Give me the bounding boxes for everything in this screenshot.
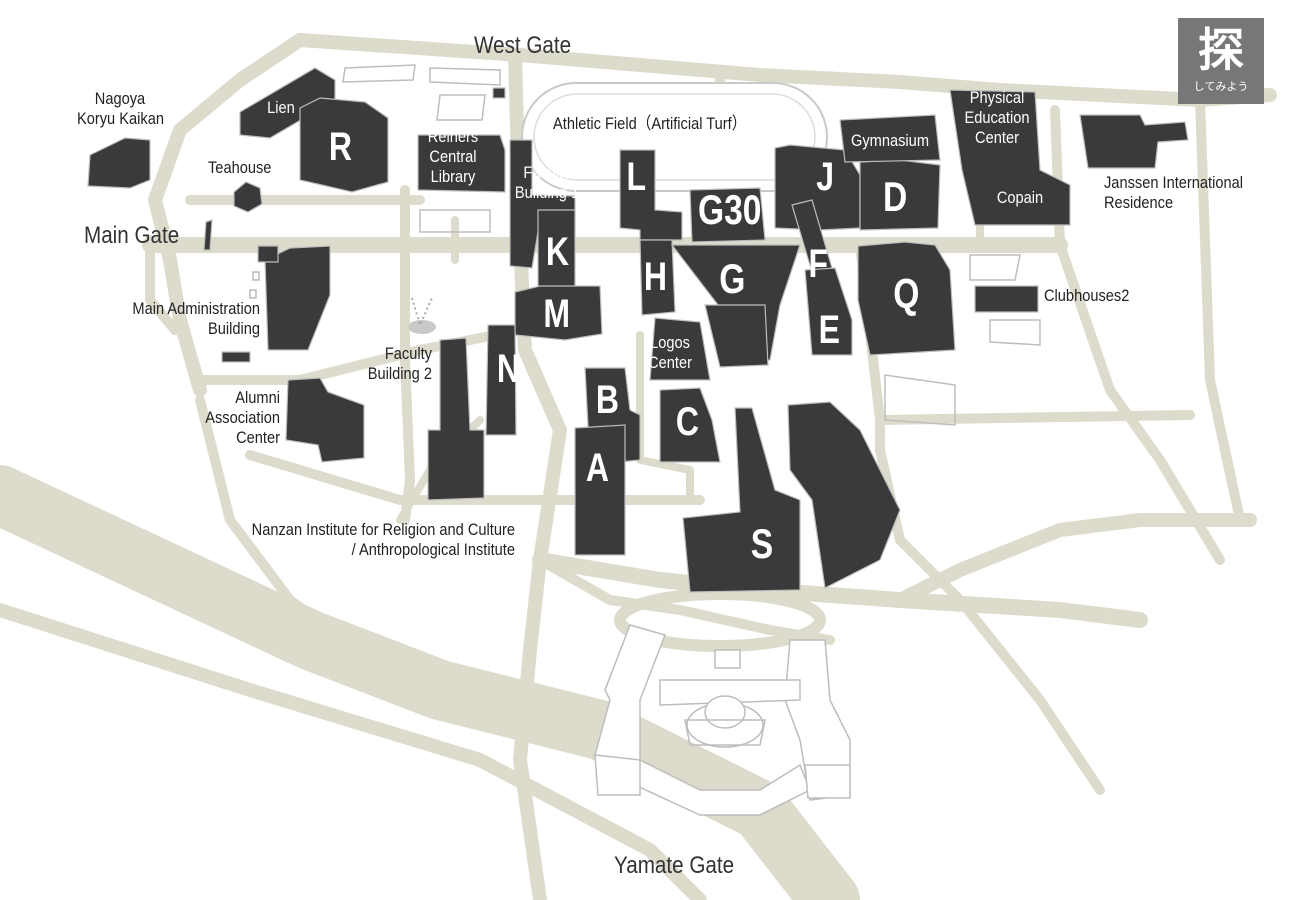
pe-line1: Physical — [969, 88, 1025, 107]
building-label-g30[interactable]: G30 — [697, 186, 762, 233]
janssen-line1: Janssen International — [1104, 173, 1243, 192]
campus-buildings — [87, 67, 1189, 593]
search-kanji: 探 — [1198, 24, 1244, 76]
building-label-k[interactable]: K — [545, 230, 570, 274]
yamate-gate-label[interactable]: Yamate Gate — [614, 852, 735, 879]
janssen-line2: Residence — [1104, 193, 1174, 212]
building-q — [857, 241, 956, 356]
label-clubhouses[interactable]: Clubhouses — [853, 100, 931, 119]
building-logos-center — [649, 317, 711, 381]
nanzan-line2: / Anthropological Institute — [351, 540, 515, 559]
building-r — [299, 97, 389, 193]
label-teahouse[interactable]: Teahouse — [208, 158, 272, 177]
alumni-line2: Association — [205, 408, 280, 427]
label-main-administration[interactable]: Main Administration Building — [114, 299, 260, 339]
search-sub-label: してみよう — [1193, 81, 1249, 93]
building-nagoya-koryu-kaikan — [87, 137, 151, 189]
faculty2-line2: Building 2 — [367, 364, 432, 383]
label-reiners-library[interactable]: Reiners Central Library — [421, 127, 485, 187]
faculty1-line2: Building 1 — [514, 183, 580, 202]
building-g30 — [689, 187, 766, 243]
building-teahouse — [233, 181, 263, 213]
building-pe-center — [949, 89, 1071, 226]
building-label-m[interactable]: M — [543, 292, 570, 336]
nagoya-line2: Koryu Kaikan — [77, 109, 164, 128]
pe-line3: Center — [975, 128, 1019, 147]
building-label-h[interactable]: H — [643, 255, 668, 299]
chapel-loop — [614, 588, 826, 652]
reiners-line1: Reiners — [427, 127, 479, 146]
building-label-a[interactable]: A — [585, 446, 610, 490]
building-label-s[interactable]: S — [750, 520, 774, 567]
mainadmin-line2: Building — [207, 319, 260, 338]
building-label-f[interactable]: F — [808, 242, 828, 286]
label-faculty-building-2[interactable]: Faculty Building 2 — [344, 344, 432, 384]
label-lien[interactable]: Lien — [267, 98, 295, 117]
label-nanzan-institute[interactable]: Nanzan Institute for Religion and Cultur… — [210, 520, 515, 560]
pe-line2: Education — [964, 108, 1030, 127]
building-label-b[interactable]: B — [595, 378, 620, 422]
logos-line2: Center — [648, 353, 692, 372]
building-main-administration — [264, 245, 331, 351]
search-button[interactable]: 探 してみよう — [1178, 18, 1264, 104]
building-label-c[interactable]: C — [675, 400, 700, 444]
gate-markers — [249, 271, 260, 299]
nagoya-line1: Nagoya — [94, 89, 146, 108]
label-clubhouses2[interactable]: Clubhouses2 — [1044, 286, 1130, 305]
logos-line1: Logos — [650, 333, 690, 352]
faculty1-line1: Faculty — [523, 163, 571, 182]
label-alumni-association[interactable]: Alumni Association Center — [194, 388, 280, 448]
building-gymnasium — [839, 114, 941, 163]
west-gate-label[interactable]: West Gate — [474, 32, 572, 59]
chapel-outline — [594, 624, 851, 816]
building-label-l[interactable]: L — [626, 155, 646, 199]
reiners-line2: Central — [429, 147, 477, 166]
building-reiners-central-library — [417, 134, 506, 193]
building-label-g[interactable]: G — [719, 255, 746, 302]
building-janssen — [1079, 114, 1189, 169]
building-alumni-association — [285, 377, 365, 463]
label-gymnasium[interactable]: Gymnasium — [851, 131, 929, 150]
building-label-n[interactable]: N — [496, 347, 521, 391]
label-logos-center[interactable]: Logos Center — [642, 333, 697, 373]
fountain — [408, 297, 436, 334]
faculty2-line1: Faculty — [384, 344, 432, 363]
label-nagoya-koryu-kaikan[interactable]: Nagoya Koryu Kaikan — [77, 89, 164, 129]
label-copain[interactable]: Copain — [996, 188, 1044, 207]
courts — [342, 64, 1041, 426]
building-faculty-2 — [427, 337, 485, 501]
alumni-line3: Center — [236, 428, 280, 447]
road-network — [0, 33, 1277, 900]
building-clubhouses2 — [974, 285, 1039, 313]
building-n — [485, 324, 517, 436]
building-label-r[interactable]: R — [328, 125, 353, 169]
athletic-field — [521, 82, 828, 192]
building-c — [659, 387, 721, 463]
building-label-q[interactable]: Q — [893, 270, 920, 317]
alumni-line1: Alumni — [235, 388, 280, 407]
building-a — [574, 424, 626, 556]
reiners-line3: Library — [430, 167, 476, 186]
nanzan-line1: Nanzan Institute for Religion and Cultur… — [251, 520, 515, 539]
label-athletic-field[interactable]: Athletic Field（Artificial Turf） — [553, 114, 747, 133]
building-s — [682, 407, 801, 593]
building-label-j[interactable]: J — [816, 155, 835, 199]
label-faculty-building-1[interactable]: Faculty Building 1 — [511, 163, 583, 203]
building-label-d[interactable]: D — [883, 173, 908, 220]
building-l — [619, 149, 683, 241]
mainadmin-line1: Main Administration — [132, 299, 260, 318]
building-h — [639, 239, 676, 316]
label-janssen[interactable]: Janssen International Residence — [1104, 173, 1243, 213]
building-label-e[interactable]: E — [818, 308, 841, 352]
building-e — [804, 267, 853, 356]
main-gate-label[interactable]: Main Gate — [84, 222, 180, 249]
label-physical-education-center[interactable]: Physical Education Center — [957, 88, 1038, 148]
